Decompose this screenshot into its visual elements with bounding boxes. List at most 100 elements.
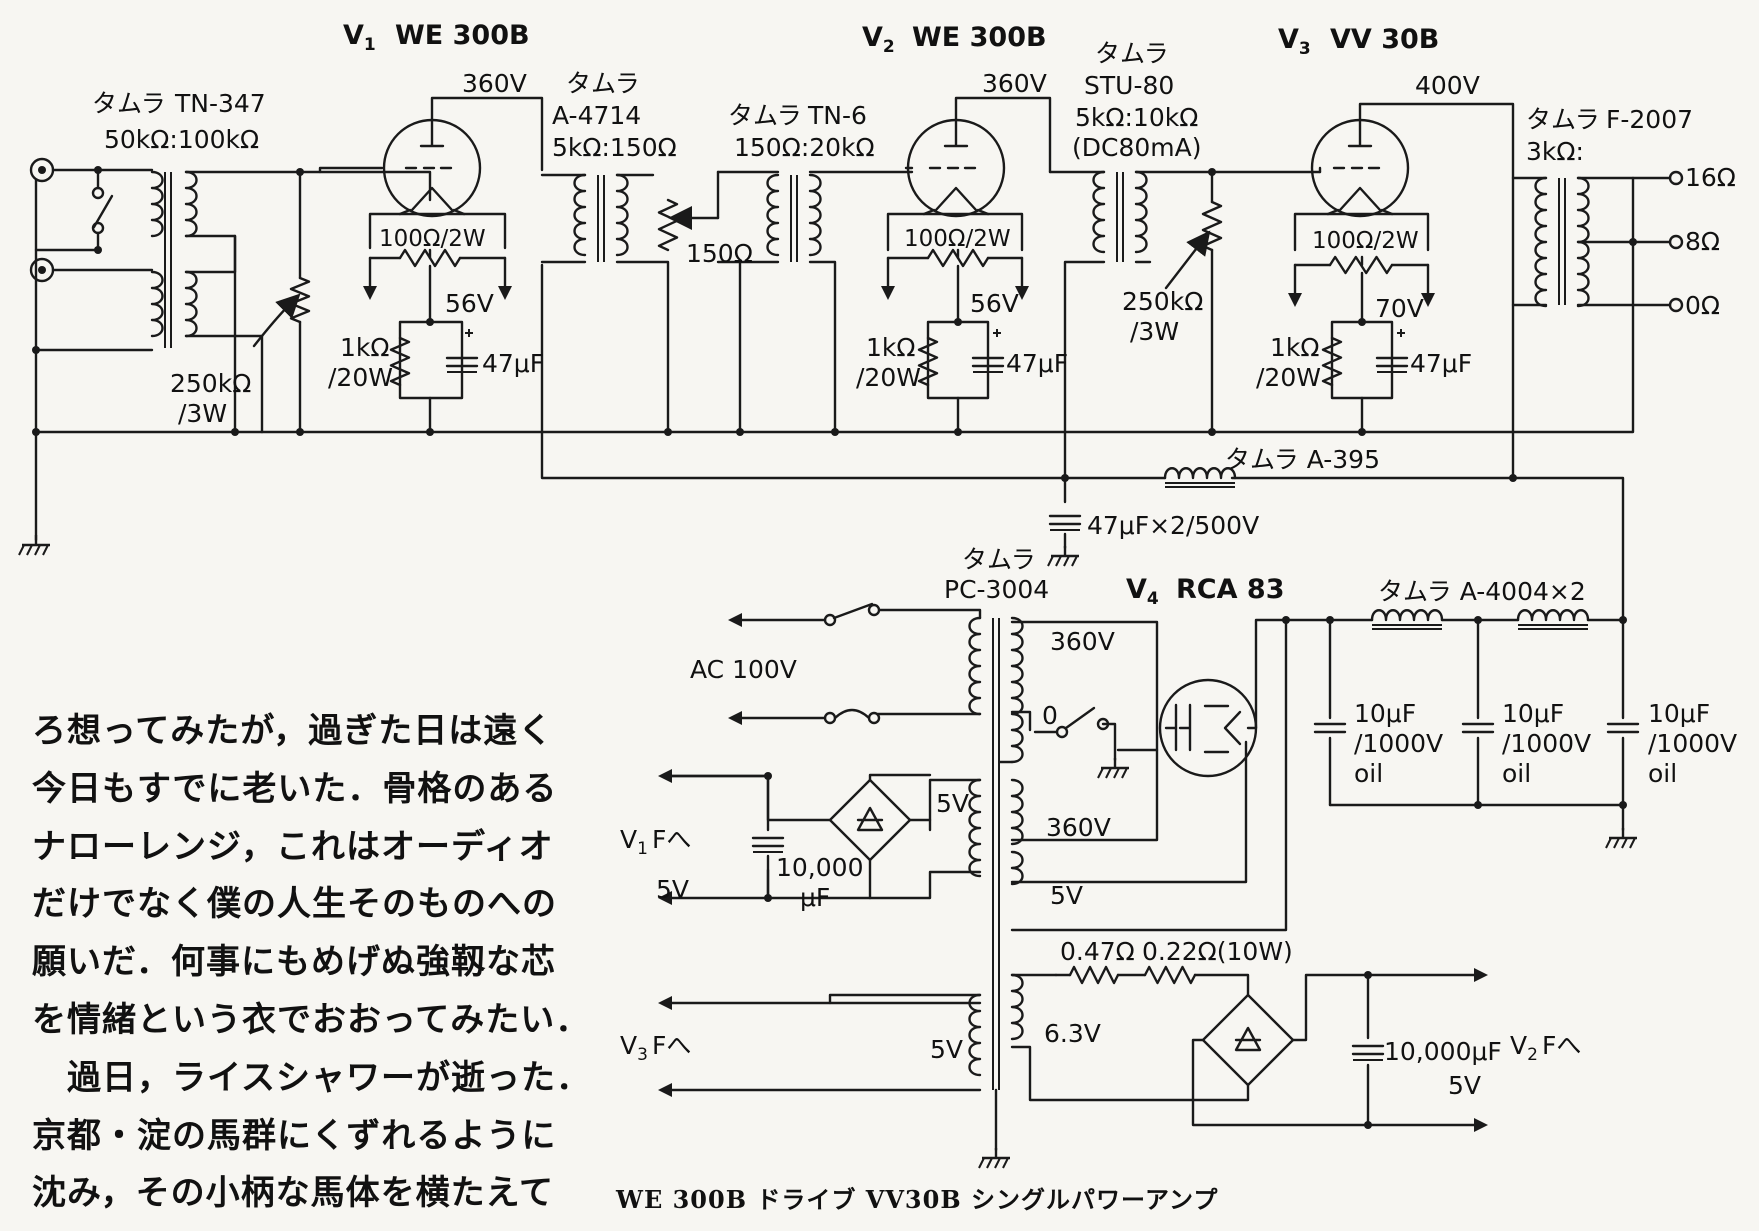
power-switch — [832, 602, 874, 620]
power-v3-heater: 5V — [930, 1035, 963, 1064]
v1-cathode-voltage: 56V — [445, 289, 494, 318]
filter2-v: /1000V — [1502, 729, 1591, 758]
choke-core — [1518, 624, 1588, 630]
junction-dot — [1358, 428, 1366, 436]
v2-name: V2 — [862, 22, 895, 57]
t3-model: TN-6 — [807, 101, 867, 130]
v1-cathode-resistor — [389, 336, 411, 387]
tn6-primary — [766, 173, 780, 257]
junction-dot — [231, 428, 239, 436]
t2-ratio: 5kΩ:150Ω — [552, 133, 677, 162]
v2-hum-label: 100Ω/2W — [904, 226, 1011, 252]
pot-wiper — [252, 293, 301, 348]
output-xfmr-primary — [1534, 176, 1548, 308]
wire — [1010, 618, 1288, 932]
power-5v-heater-rect — [1010, 778, 1024, 846]
power-v1-heater: 5V — [936, 789, 969, 818]
junction-dot — [1061, 474, 1069, 482]
tn6-secondary — [808, 173, 822, 257]
t2-model: A-4714 — [552, 101, 641, 130]
transformer-core — [992, 618, 1000, 1090]
v2-ck: 47μF — [1006, 349, 1068, 378]
junction-dot — [296, 428, 304, 436]
t4-note: (DC80mA) — [1072, 133, 1201, 162]
wire — [1328, 803, 1625, 832]
output-xfmr-maker: タムラ — [1526, 105, 1600, 134]
wire — [1048, 170, 1106, 480]
pot-wiper — [1164, 230, 1211, 290]
output-xfmr-model: F-2007 — [1606, 105, 1693, 134]
filter3-v: /1000V — [1648, 729, 1737, 758]
t4-ratio: 5kΩ:10kΩ — [1075, 103, 1198, 132]
filter1-v: /1000V — [1354, 729, 1443, 758]
prose-line: 今日もすでに老いた．骨格のある — [32, 768, 558, 809]
stu80-primary — [1092, 170, 1106, 254]
v3-ck: 47μF — [1410, 349, 1472, 378]
v3-rk-w: /20W — [1256, 363, 1321, 392]
t3-maker: タムラ — [728, 101, 802, 130]
prose-line: 沈み，その小柄な馬体を横たえて — [32, 1173, 554, 1214]
fuse-contact — [823, 711, 837, 725]
wire — [1054, 973, 1250, 997]
junction-dot — [764, 772, 772, 780]
wire — [1010, 620, 1159, 752]
heater-r2: 0.22Ω(10W) — [1142, 937, 1293, 966]
prose-line: だけでなく僕の人生そのものへの — [32, 884, 557, 925]
wire — [868, 773, 932, 782]
input-section — [17, 157, 264, 557]
wire — [1246, 618, 1332, 730]
power-xfmr-maker: タムラ — [962, 545, 1036, 574]
pot1-value: 250kΩ — [170, 369, 251, 398]
power-5v-v3 — [968, 993, 982, 1077]
t4-model: STU-80 — [1084, 71, 1174, 100]
tap-0: 0Ω — [1685, 291, 1720, 320]
filter3-t: oil — [1648, 759, 1677, 788]
ground-icon — [1604, 826, 1639, 850]
power-hv-top: 360V — [1050, 627, 1115, 656]
wire — [716, 170, 780, 434]
junction-dot — [664, 428, 672, 436]
pot-250k-1 — [289, 276, 311, 324]
power-switch-contact — [823, 613, 837, 627]
power-rect-heater: 5V — [1050, 881, 1083, 910]
v1-plate-voltage: 360V — [462, 69, 527, 98]
v1-name: V1 — [343, 20, 376, 55]
ground-icon — [17, 533, 52, 557]
pot2-value: 150Ω — [686, 239, 753, 268]
pot-250k-2 — [1201, 200, 1223, 252]
prose-line: 願いだ．何事にもめげぬ強靱な芯 — [32, 942, 556, 983]
v1-rk: 1kΩ — [340, 333, 390, 362]
fuse-contact — [867, 711, 881, 725]
transformer-core — [164, 172, 172, 348]
wire — [398, 320, 464, 400]
v2-rk: 1kΩ — [866, 333, 916, 362]
hv-cap-label: 47μF×2/500V — [1087, 511, 1259, 540]
power-6v3 — [1010, 973, 1024, 1041]
filter3-c: 10μF — [1648, 699, 1710, 728]
standby-switch — [1033, 706, 1096, 734]
wire — [1010, 748, 1159, 842]
junction-dot — [736, 428, 744, 436]
t3-ratio: 150Ω:20kΩ — [734, 133, 875, 162]
ground-icon — [977, 1146, 1012, 1170]
input-select-switch — [92, 168, 114, 252]
input-xfmr-model: TN-347 — [174, 89, 266, 118]
ground-icon — [1046, 544, 1081, 568]
speaker-terminal-2 — [1668, 297, 1684, 313]
transformer-core — [1558, 178, 1566, 305]
wire — [828, 993, 982, 1005]
output-xfmr-secondary — [1576, 176, 1590, 308]
junction-dot — [831, 428, 839, 436]
filament — [1338, 186, 1382, 212]
heater-r1: 0.47Ω — [1060, 937, 1135, 966]
prose-line: を情緒という衣でおおってみたい． — [32, 999, 591, 1040]
output-xfmr-ratio: 3kΩ: — [1526, 137, 1584, 166]
v4-rectifier-tube — [1158, 678, 1258, 778]
v3-cathode-resistor — [1321, 336, 1343, 387]
wire — [318, 166, 384, 174]
v4-name: V4 — [1126, 574, 1159, 609]
input-xfmr-secondary-a — [184, 170, 198, 238]
speaker-terminal-1 — [1668, 234, 1684, 250]
junction-dot — [954, 428, 962, 436]
